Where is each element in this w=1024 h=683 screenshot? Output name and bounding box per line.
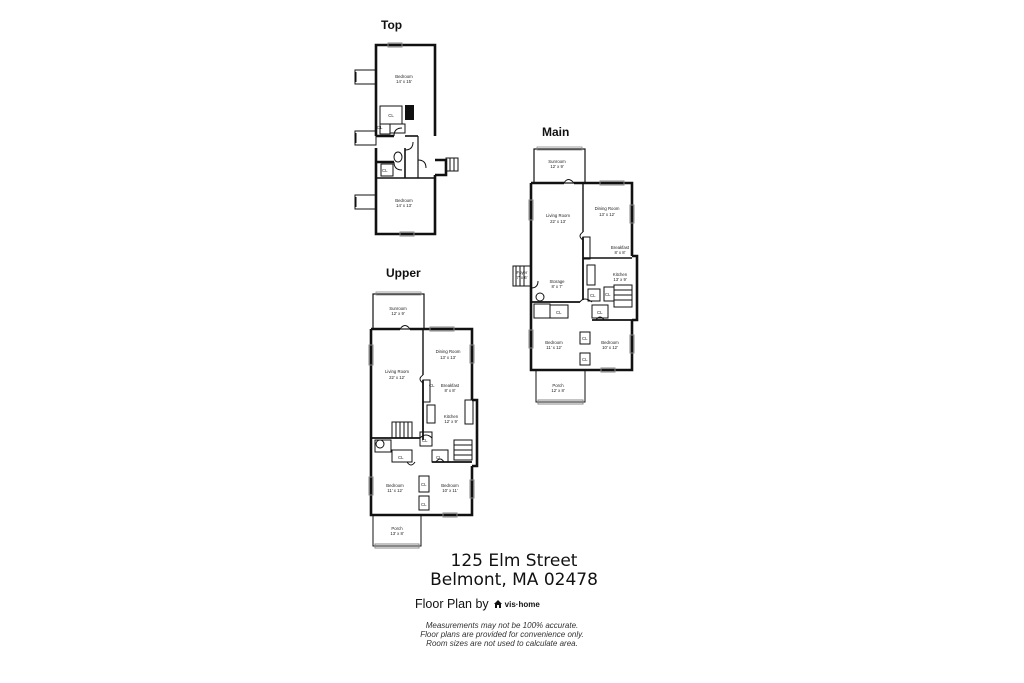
room-size: 7' x 6': [517, 275, 528, 280]
room-size: 12' x 9': [550, 164, 564, 169]
top-floor-title: Top: [381, 18, 402, 32]
room-size: 13' x 9': [613, 277, 627, 282]
closet-label: CL: [582, 357, 588, 362]
top-floor: Top: [354, 18, 459, 237]
room-name: Bedroom: [601, 340, 619, 345]
room-size: 11' x 12': [387, 488, 403, 493]
room-size: 22' x 12': [389, 375, 405, 380]
room-name: Foyer: [517, 270, 529, 275]
chimney-icon: [405, 105, 414, 120]
room-name: Living Room: [385, 369, 409, 374]
closet-label: CL: [377, 125, 383, 130]
room-name: Breakfast: [441, 383, 460, 388]
address-street: 125 Elm Street: [450, 551, 578, 571]
room-name: Storage: [549, 279, 565, 284]
disclaimer-line: Room sizes are not used to calculate are…: [426, 639, 578, 648]
vishome-logo: vis·home: [493, 599, 540, 609]
room-size: 8' x 7': [552, 284, 563, 289]
room-name: Dining Room: [436, 349, 461, 354]
room-size: 11' x 12': [546, 345, 562, 350]
disclaimer-line: Floor plans are provided for convenience…: [420, 630, 584, 639]
upper-floor: Upper: [368, 266, 479, 549]
closet-label: CL: [556, 310, 562, 315]
floor-plan-credit: Floor Plan by vis·home: [415, 596, 540, 612]
room-name: Porch: [391, 526, 403, 531]
credit-label: Floor Plan by: [415, 597, 489, 611]
closet-label: CL: [382, 168, 388, 173]
disclaimer: Measurements may not be 100% accurate. F…: [380, 621, 624, 648]
room-name: Bedroom: [395, 74, 413, 79]
room-name: Sunroom: [548, 159, 566, 164]
room-size: 8' x 8': [615, 250, 626, 255]
closet-label: CL: [582, 336, 588, 341]
room-size: 13' x 13': [440, 355, 456, 360]
closet-label: CL: [388, 113, 394, 118]
main-floor: Main: [512, 125, 639, 405]
room-size: 13' x 8': [390, 531, 404, 536]
room-size: 12' x 9': [391, 311, 405, 316]
closet-label: CL: [398, 455, 404, 460]
upper-floor-title: Upper: [386, 266, 421, 280]
closet-label: CL: [422, 438, 428, 443]
address-city: Belmont, MA 02478: [430, 570, 598, 590]
room-name: Kitchen: [613, 272, 628, 277]
main-floor-title: Main: [542, 125, 569, 139]
house-icon: [493, 600, 502, 608]
room-size: 10' x 11': [442, 488, 458, 493]
room-size: 8' x 8': [445, 388, 456, 393]
room-name: Living Room: [546, 213, 570, 218]
brand-name: vis·home: [504, 599, 540, 609]
room-name: Dining Room: [595, 206, 620, 211]
room-size: 14' x 13': [396, 203, 412, 208]
room-size: 22' x 13': [550, 219, 566, 224]
room-size: 10' x 12': [602, 345, 618, 350]
closet-label: CL: [421, 482, 427, 487]
room-name: Bedroom: [395, 198, 413, 203]
room-name: Bedroom: [386, 483, 404, 488]
room-size: 12' x 9': [444, 419, 458, 424]
room-name: Kitchen: [444, 414, 459, 419]
closet-label: CL: [597, 310, 603, 315]
room-size: 12' x 8': [551, 388, 565, 393]
room-name: Bedroom: [441, 483, 459, 488]
room-size: 14' x 15': [396, 79, 412, 84]
room-name: Porch: [552, 383, 564, 388]
disclaimer-line: Measurements may not be 100% accurate.: [425, 621, 579, 630]
room-name: Breakfast: [611, 245, 630, 250]
room-name: Bedroom: [545, 340, 563, 345]
room-name: Sunroom: [389, 306, 407, 311]
closet-label: CL: [590, 293, 596, 298]
closet-label: CL: [436, 455, 442, 460]
closet-label: CL: [421, 502, 427, 507]
closet-label: CL: [605, 292, 611, 297]
room-size: 13' x 12': [599, 212, 615, 217]
property-address: 125 Elm Street Belmont, MA 02478: [414, 552, 614, 590]
closet-label: CL: [429, 383, 435, 388]
